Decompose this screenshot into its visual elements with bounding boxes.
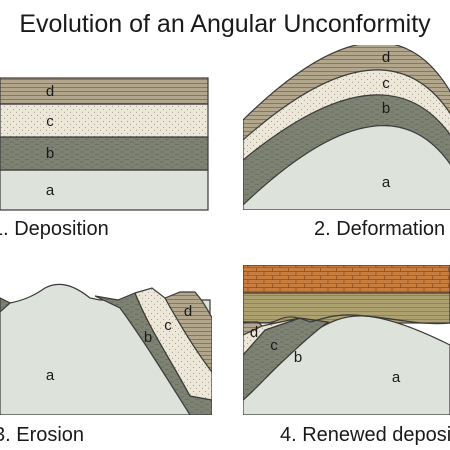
layer-a-rect: [0, 169, 209, 211]
caption-deposition: 1. Deposition: [0, 218, 109, 240]
tilted-layer-b: [243, 317, 330, 401]
label-d: d: [46, 83, 54, 100]
unconformity-surface: [243, 314, 450, 325]
label-d: d: [250, 324, 258, 341]
label-a: a: [46, 367, 55, 384]
caption-deformation: 2. Deformation: [314, 218, 445, 240]
label-b: b: [46, 145, 54, 162]
label-d: d: [184, 303, 192, 320]
label-c: c: [382, 75, 390, 92]
label-a: a: [382, 174, 391, 191]
panel-deposition: d c b a 1. Deposition: [0, 77, 209, 240]
panel-erosion: d c b a 3. Erosion: [0, 283, 212, 446]
layer-d-rect: [0, 77, 209, 105]
label-a: a: [392, 369, 401, 386]
panel-deformation: d c b a 2. Deformation: [243, 45, 450, 240]
fold-layer-a: [243, 125, 450, 210]
caption-renewed-deposition: 4. Renewed deposition: [280, 424, 450, 446]
label-c: c: [270, 337, 278, 354]
label-b: b: [294, 349, 302, 366]
layer-c-rect: [0, 103, 209, 138]
label-c: c: [46, 113, 54, 130]
new-layer-brick: [243, 265, 450, 294]
label-b: b: [144, 329, 152, 346]
label-d: d: [382, 49, 390, 66]
eroded-layer-b-left: [0, 297, 12, 313]
eroded-layer-d-right: [164, 291, 212, 373]
label-c: c: [164, 317, 172, 334]
layer-b-rect: [0, 136, 209, 171]
diagram-title: Evolution of an Angular Unconformity: [19, 10, 431, 38]
caption-erosion: 3. Erosion: [0, 424, 84, 446]
label-a: a: [46, 182, 55, 199]
label-b: b: [382, 100, 390, 117]
panel-renewed-deposition: d c b a 4. Renewed deposition: [243, 265, 450, 446]
